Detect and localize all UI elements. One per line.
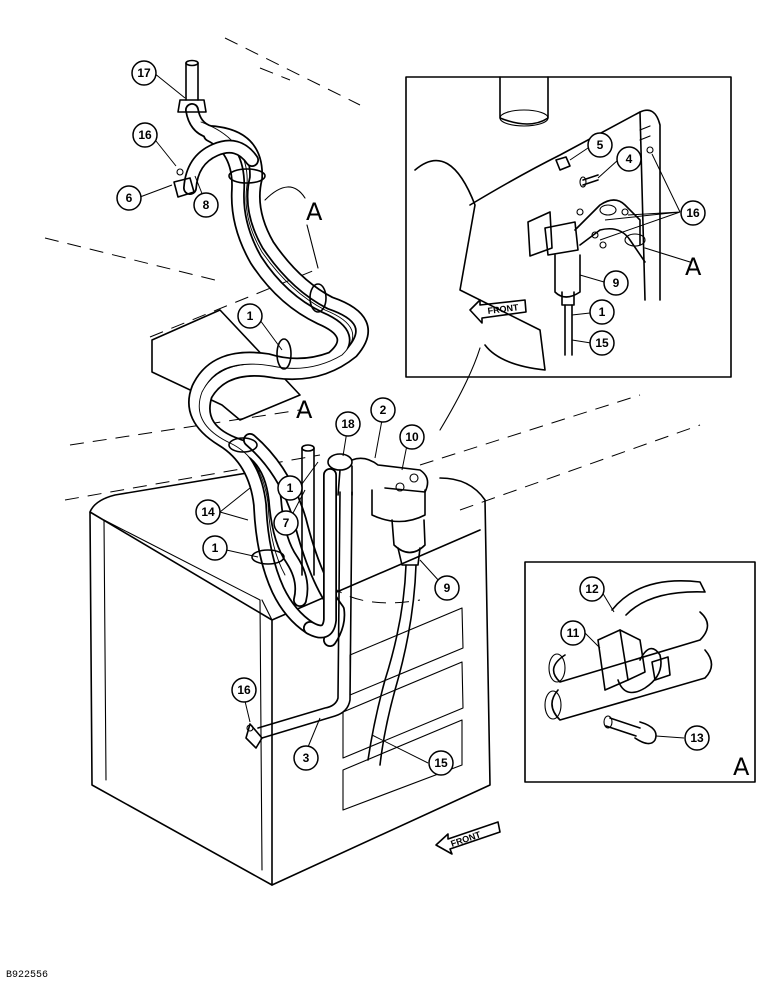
svg-text:9: 9: [444, 581, 451, 595]
callout-1-lower: 1: [202, 535, 228, 561]
svg-text:13: 13: [690, 731, 704, 745]
detail-callout-11: 11: [560, 620, 586, 646]
inset-callout-15: 15: [589, 330, 615, 356]
callout-16-upper: 16: [132, 122, 158, 148]
pipe-7: [301, 444, 315, 576]
svg-text:8: 8: [203, 198, 210, 212]
front-direction-arrow-main: FRONT: [435, 821, 501, 855]
callout-14: 14: [195, 499, 221, 525]
svg-text:5: 5: [597, 138, 604, 152]
inset-view-letter-a: A: [685, 253, 702, 281]
view-letter-a-mid: A: [296, 396, 313, 424]
svg-text:1: 1: [287, 481, 294, 495]
svg-text:1: 1: [212, 541, 219, 555]
inset-callout-5: 5: [587, 132, 613, 158]
svg-text:3: 3: [303, 751, 310, 765]
svg-text:16: 16: [138, 128, 152, 142]
view-letter-a-top: A: [306, 198, 323, 226]
callout-9: 9: [434, 575, 460, 601]
svg-text:2: 2: [380, 403, 387, 417]
figure-code: B922556: [6, 970, 49, 981]
svg-text:6: 6: [126, 191, 133, 205]
inset-callout-16: 16: [680, 200, 706, 226]
callout-1-middle: 1: [277, 475, 303, 501]
inset-callout-9: 9: [603, 270, 629, 296]
floor-plate: [151, 309, 301, 421]
main-hose-assembly: [185, 103, 369, 647]
callout-17: 17: [131, 60, 157, 86]
inset-callout-1: 1: [589, 299, 615, 325]
callout-6: 6: [116, 185, 142, 211]
detail-view-a-clamp: [524, 561, 756, 783]
detail-view-letter-a: A: [733, 753, 750, 781]
svg-text:11: 11: [567, 626, 580, 640]
callout-16-lower: 16: [231, 677, 257, 703]
svg-text:FRONT: FRONT: [487, 302, 519, 316]
svg-text:18: 18: [341, 417, 355, 431]
callout-3: 3: [293, 745, 319, 771]
svg-text:15: 15: [595, 336, 609, 350]
callout-15: 15: [428, 750, 454, 776]
callout-7: 7: [273, 510, 299, 536]
svg-text:17: 17: [137, 66, 151, 80]
hose-8-and-fitting-17: [173, 59, 259, 198]
callout-18: 18: [335, 411, 361, 437]
callout-10: 10: [399, 424, 425, 450]
svg-text:15: 15: [434, 756, 448, 770]
return-tube-3: [245, 491, 353, 749]
hydraulic-tank: [89, 469, 491, 886]
svg-text:9: 9: [613, 276, 620, 290]
svg-text:16: 16: [686, 206, 700, 220]
front-direction-arrow-inset: FRONT: [469, 299, 527, 324]
inset-callout-4: 4: [616, 146, 642, 172]
svg-text:12: 12: [585, 582, 599, 596]
svg-text:16: 16: [237, 683, 251, 697]
svg-text:10: 10: [405, 430, 419, 444]
callout-8: 8: [193, 192, 219, 218]
svg-text:1: 1: [247, 309, 254, 323]
svg-text:1: 1: [599, 305, 606, 319]
svg-text:4: 4: [626, 152, 633, 166]
detail-callout-13: 13: [684, 725, 710, 751]
detail-callout-12: 12: [579, 576, 605, 602]
svg-text:7: 7: [283, 516, 290, 530]
hose-clamps: [228, 168, 327, 565]
main-leader-lines: [139, 72, 441, 764]
inset-view-a: [405, 76, 732, 431]
callout-2: 2: [370, 397, 396, 423]
callout-1-upper: 1: [237, 303, 263, 329]
svg-text:14: 14: [201, 505, 215, 519]
